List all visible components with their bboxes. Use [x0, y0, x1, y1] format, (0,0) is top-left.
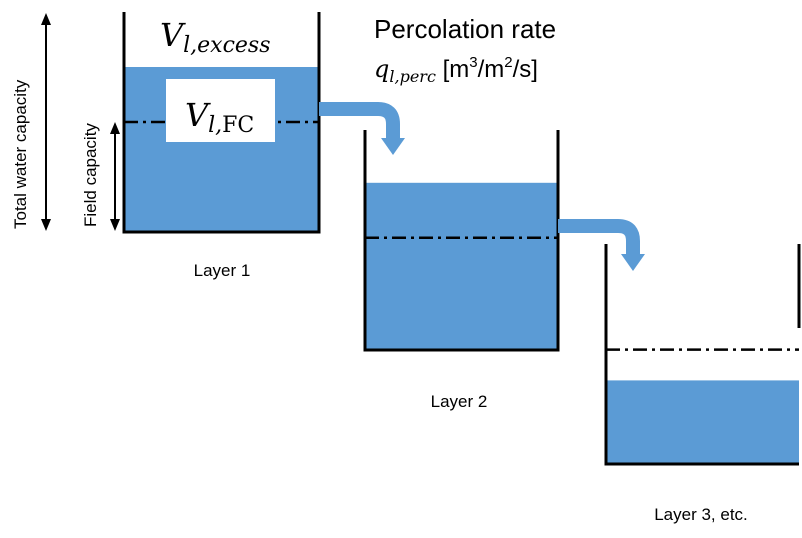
- percolation-arrow-1: [319, 102, 405, 155]
- percolation-arrow-2: [558, 219, 645, 271]
- layer-3-bucket: [604, 244, 801, 466]
- layer-1-label: Layer 1: [194, 261, 251, 280]
- field-capacity-arrow: [110, 122, 120, 231]
- percolation-rate-title: Percolation rate: [374, 14, 556, 44]
- field-capacity-label: Field capacity: [81, 123, 100, 227]
- total-capacity-arrow: [41, 13, 51, 231]
- layer-2-outline: [363, 130, 560, 352]
- layer-2-bucket: [363, 130, 560, 352]
- v-fc-label-box: [166, 79, 275, 142]
- layer-3-label: Layer 3, etc.: [654, 505, 748, 524]
- layer-3-outline: [604, 244, 801, 466]
- layer-2-water: [365, 182, 558, 350]
- layer-3-water: [606, 380, 799, 464]
- layer-2-label: Layer 2: [431, 392, 488, 411]
- v-fc-label: Vl,FC: [185, 96, 254, 138]
- total-capacity-label: Total water capacity: [11, 79, 30, 229]
- v-excess-label: Vl,excess: [160, 16, 271, 58]
- percolation-rate-symbol: ql,perc [m3/m2/s]: [374, 54, 538, 86]
